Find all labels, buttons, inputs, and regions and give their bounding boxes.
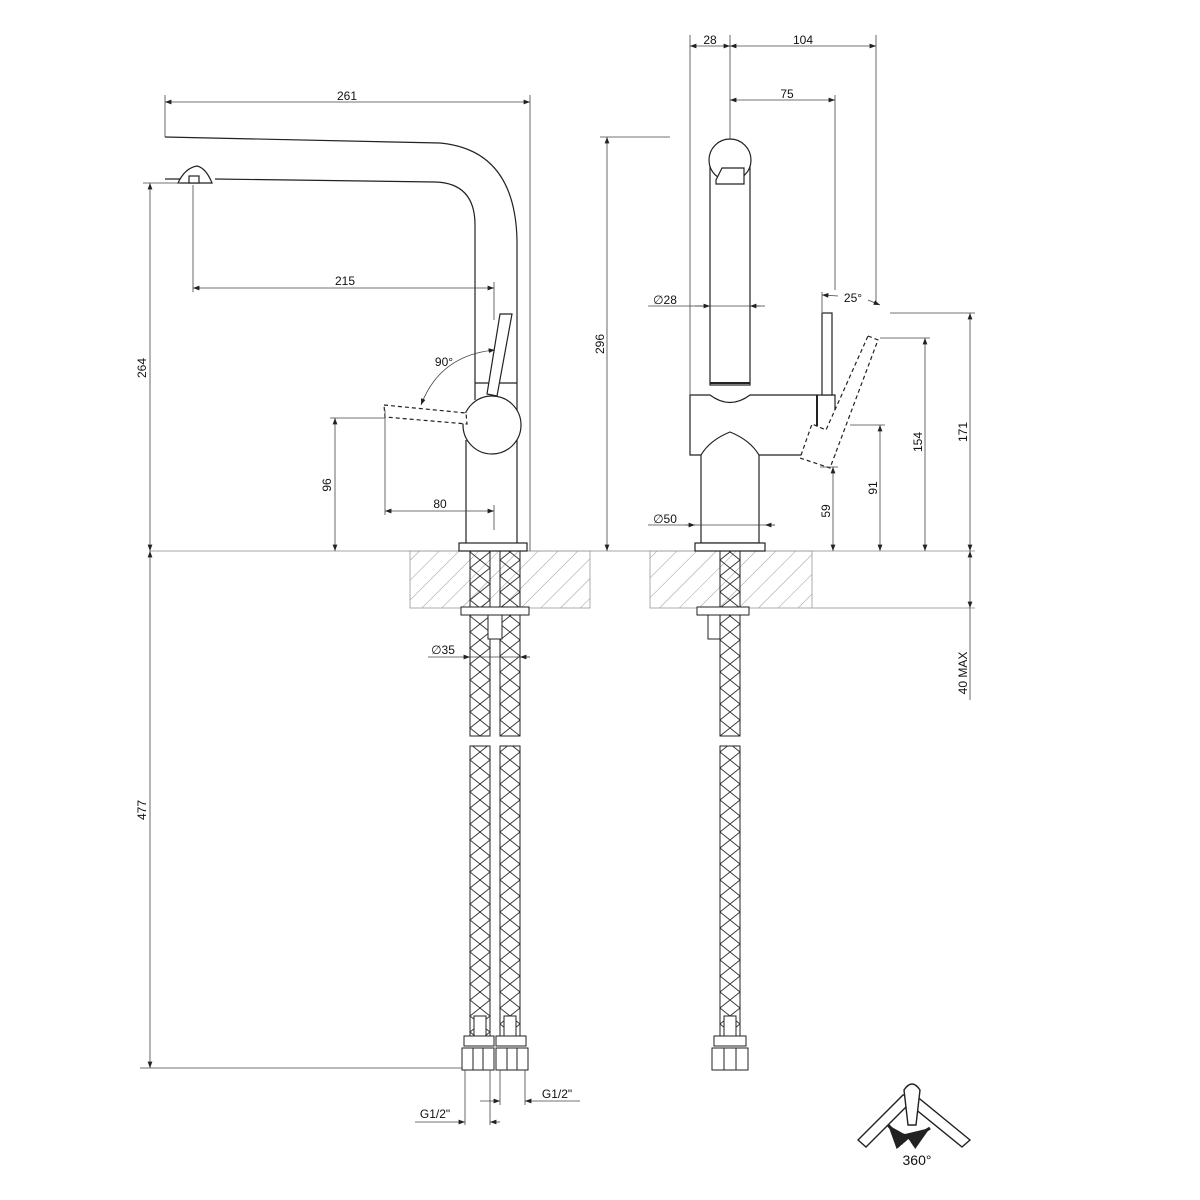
dim-width-left: 28 — [703, 33, 717, 47]
side-view-hoses — [460, 550, 530, 1071]
dim-hose-diameter: ∅35 — [431, 643, 455, 657]
front-view-dimension-lines — [600, 35, 975, 700]
dim-body-height: 91 — [866, 481, 880, 495]
front-view-hose — [696, 550, 750, 1071]
dim-lever-rotation: 90° — [434, 355, 454, 369]
dim-spout-height: 264 — [135, 357, 149, 379]
dim-total-height: 296 — [593, 333, 607, 355]
dim-connection-left: G1/2" — [419, 1107, 451, 1121]
dim-lever-top-height: 171 — [956, 421, 970, 443]
dim-lever-tilted-height: 154 — [911, 431, 925, 453]
dim-base-diameter: ∅50 — [653, 512, 677, 526]
dim-hose-length: 477 — [135, 799, 149, 821]
front-view-tap — [689, 138, 879, 552]
side-view-dimension-lines — [140, 95, 580, 1125]
side-view-tap — [164, 136, 528, 552]
dim-lever-height: 96 — [320, 478, 334, 492]
swivel-angle-label: 360° — [902, 1152, 932, 1168]
dim-spout-reach: 215 — [334, 274, 356, 288]
swivel-360-icon — [856, 1083, 972, 1150]
dim-lever-bottom-height: 59 — [819, 504, 833, 518]
dim-lever-length: 80 — [433, 497, 447, 511]
dim-lever-offset: 75 — [780, 87, 794, 101]
dim-lever-angle: 25° — [843, 291, 863, 305]
dim-spout-diameter: ∅28 — [653, 293, 677, 307]
dim-counter-thickness: 40 MAX — [956, 651, 970, 695]
dim-spout-reach-total: 261 — [336, 89, 358, 103]
dim-width-right: 104 — [792, 33, 814, 47]
dim-connection-right: G1/2" — [541, 1087, 573, 1101]
